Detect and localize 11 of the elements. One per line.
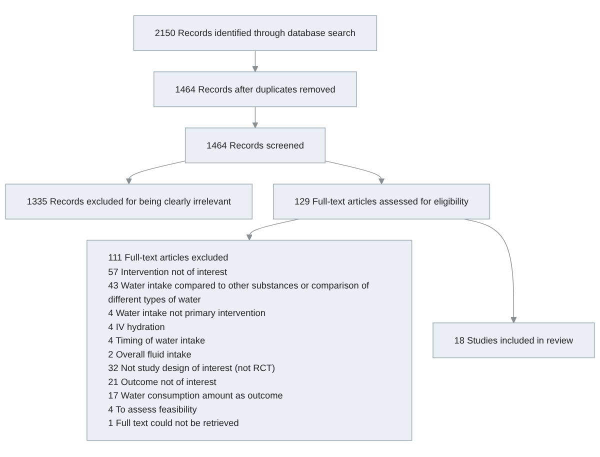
arrow <box>126 161 186 185</box>
node-box: 2150 Records identified through database search <box>133 16 378 52</box>
node-box: 129 Full-text articles assessed for eligibility <box>273 184 490 220</box>
arrow <box>252 106 258 129</box>
node-box: 1464 Records after duplicates removed <box>154 72 357 108</box>
node-box: 111 Full-text articles excluded 57 Intervention not of interest 43 Water intake compared to other substances or comparison of different types of water 4 Water intake not primary intervention 4 IV hydration 4 Timing of water intake 2 Overall fluid intake 32 Not study design of interest (not RCT) 21 Outcome not of interest 17 Water consumption amount as outcome 4 To assess feasibility 1 Full text could not be retrieved <box>86 240 412 442</box>
node-box: 1464 Records screened <box>184 128 326 164</box>
arrow <box>324 161 385 185</box>
node-box: 1335 Records excluded for being clearly irrelevant <box>5 184 253 220</box>
arrow <box>252 50 258 73</box>
node-box: 18 Studies included in review <box>432 322 595 359</box>
